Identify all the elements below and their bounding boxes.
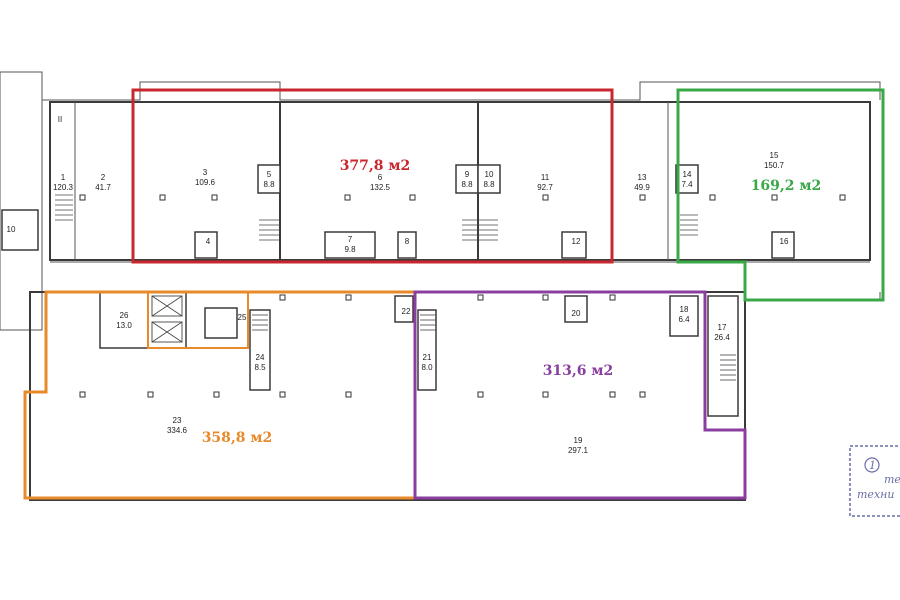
room-5-area: 8.8 bbox=[263, 180, 275, 189]
annex-room-10-number: 10 bbox=[7, 225, 16, 234]
room-10-number: 10 bbox=[485, 170, 494, 179]
room-2-area: 41.7 bbox=[95, 183, 111, 192]
room-3-number: 3 bbox=[203, 168, 208, 177]
room-1-number: 1 bbox=[61, 173, 66, 182]
room-22-number: 22 bbox=[402, 307, 411, 316]
zone-orange-label: 358,8 м2 bbox=[202, 430, 273, 446]
room-2-number: 2 bbox=[101, 173, 106, 182]
room-9-number: 9 bbox=[465, 170, 470, 179]
room-5-number: 5 bbox=[267, 170, 272, 179]
columns bbox=[79, 194, 846, 398]
wall-mark: II bbox=[58, 115, 62, 124]
zone-red-label: 377,8 м2 bbox=[340, 158, 411, 174]
room-16-number: 16 bbox=[780, 237, 789, 246]
room-14-number: 14 bbox=[683, 170, 692, 179]
room-25-number: 25 bbox=[238, 313, 247, 322]
room-19-area: 297.1 bbox=[568, 446, 589, 455]
room-9-area: 8.8 bbox=[461, 180, 473, 189]
room-8-number: 8 bbox=[405, 237, 410, 246]
room-23-number: 23 bbox=[173, 416, 182, 425]
room-15-number: 15 bbox=[770, 151, 779, 160]
room-21-number: 21 bbox=[423, 353, 432, 362]
room-24-area: 8.5 bbox=[254, 363, 266, 372]
room-6-number: 6 bbox=[378, 173, 383, 182]
room-7-area: 9.8 bbox=[344, 245, 356, 254]
room-13-number: 13 bbox=[638, 173, 647, 182]
zone-purple-outline bbox=[413, 290, 747, 500]
room-3-area: 109.6 bbox=[195, 178, 216, 187]
room-15-area: 150.7 bbox=[764, 161, 785, 170]
room-11-number: 11 bbox=[541, 173, 550, 182]
room-6-area: 132.5 bbox=[370, 183, 391, 192]
room-18-number: 18 bbox=[680, 305, 689, 314]
room-18-area: 6.4 bbox=[678, 315, 690, 324]
room-14-area: 7.4 bbox=[681, 180, 693, 189]
stamp-line2: техни bbox=[857, 488, 894, 501]
zone-outlines bbox=[23, 88, 885, 500]
zone-green-label: 169,2 м2 bbox=[751, 178, 822, 194]
room-7-number: 7 bbox=[348, 235, 353, 244]
room-21-area: 8.0 bbox=[421, 363, 433, 372]
zone-orange-inner bbox=[147, 291, 249, 349]
zone-green-outline bbox=[676, 88, 885, 302]
room-labels: 1 120.3 2 41.7 3 109.6 5 8.8 4 6 132.5 7… bbox=[7, 115, 789, 455]
room-17-area: 26.4 bbox=[714, 333, 730, 342]
approval-stamp: 1 те техни bbox=[849, 445, 900, 517]
stairs bbox=[55, 194, 736, 381]
room-26-area: 13.0 bbox=[116, 321, 132, 330]
room-10-area: 8.8 bbox=[483, 180, 495, 189]
zone-red-outline bbox=[131, 88, 614, 264]
stamp-line1: те bbox=[884, 473, 900, 486]
stamp-number: 1 bbox=[869, 459, 876, 472]
room-19-number: 19 bbox=[574, 436, 583, 445]
room-24-number: 24 bbox=[256, 353, 265, 362]
room-12-number: 12 bbox=[572, 237, 581, 246]
room-13-area: 49.9 bbox=[634, 183, 650, 192]
room-4-number: 4 bbox=[206, 237, 211, 246]
room-20-number: 20 bbox=[572, 309, 581, 318]
room-11-area: 92.7 bbox=[537, 183, 553, 192]
room-26-number: 26 bbox=[120, 311, 129, 320]
room-1-area: 120.3 bbox=[53, 183, 74, 192]
room-17-number: 17 bbox=[718, 323, 727, 332]
room-23-area: 334.6 bbox=[167, 426, 188, 435]
zone-purple-label: 313,6 м2 bbox=[543, 363, 614, 379]
